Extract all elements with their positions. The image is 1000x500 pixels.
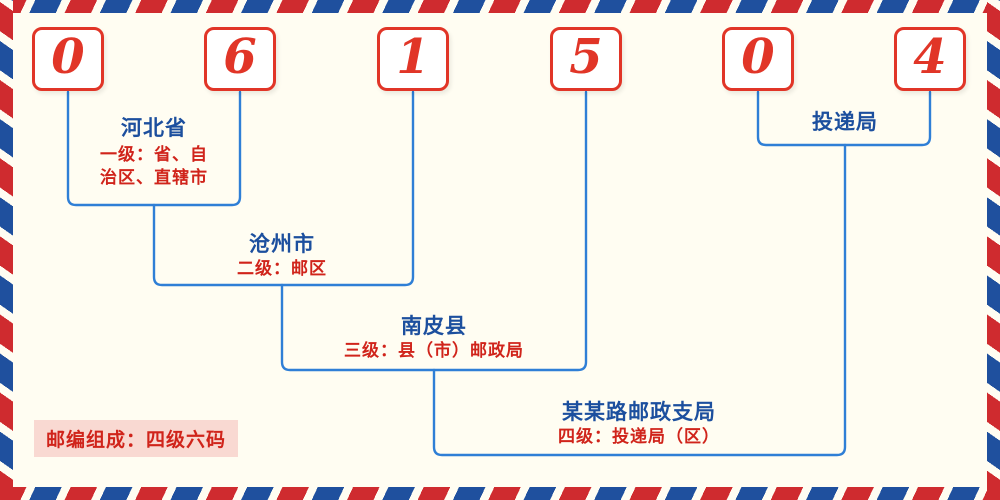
province-desc-line2: 治区、直辖市	[100, 168, 208, 188]
county-name: 南皮县	[401, 314, 467, 338]
digit-3: 1	[396, 29, 430, 85]
digit-4: 5	[569, 29, 603, 85]
city-name: 沧州市	[249, 232, 315, 256]
digit-2: 6	[223, 29, 257, 85]
digit-1: 0	[51, 29, 85, 85]
digit-5: 0	[741, 29, 775, 85]
digit-box-1: 0	[32, 27, 104, 91]
delivery-office-label: 投递局	[812, 110, 878, 134]
digit-box-2: 6	[204, 27, 276, 91]
digit-box-6: 4	[894, 27, 966, 91]
digit-box-3: 1	[377, 27, 449, 91]
city-desc: 二级：邮区	[237, 259, 327, 279]
digit-box-5: 0	[722, 27, 794, 91]
province-desc-line1: 一级：省、自	[100, 145, 208, 165]
province-desc: 一级：省、自 治区、直辖市	[100, 144, 208, 190]
branch-name: 某某路邮政支局	[562, 400, 716, 424]
airmail-border-top	[0, 0, 1000, 13]
airmail-border-left	[0, 0, 13, 500]
postcode-composition-note: 邮编组成：四级六码	[34, 420, 239, 457]
digit-box-4: 5	[550, 27, 622, 91]
airmail-border-bottom	[0, 487, 1000, 500]
airmail-border-right	[987, 0, 1000, 500]
branch-desc: 四级：投递局（区）	[558, 427, 720, 447]
digit-6: 4	[913, 29, 947, 85]
county-desc: 三级：县（市）邮政局	[344, 341, 524, 361]
province-name: 河北省	[121, 116, 187, 140]
